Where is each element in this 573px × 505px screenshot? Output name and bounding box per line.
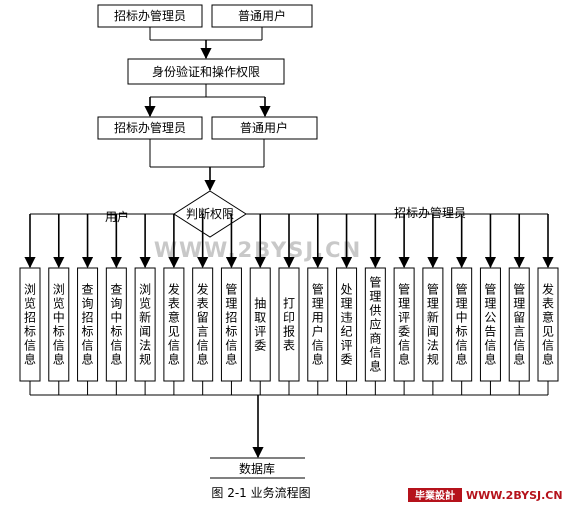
- function-label: 管理新闻法规: [427, 282, 439, 367]
- function-label: 管理评委信息: [398, 282, 410, 367]
- site-logo: 毕業設計 WWW.2BYSJ.CN: [408, 488, 563, 502]
- logo-url: WWW.2BYSJ.CN: [466, 489, 563, 502]
- database-label: 数据库: [239, 461, 275, 476]
- function-label: 发表意见信息: [168, 282, 180, 367]
- top-admin-node: 招标办管理员: [97, 4, 203, 28]
- function-label: 管理公告信息: [484, 282, 496, 367]
- function-label: 处理违纪评委: [341, 283, 353, 367]
- logo-text: 毕業設計: [415, 489, 455, 502]
- function-label: 查询中标信息: [110, 283, 122, 367]
- database-node: 数据库: [210, 457, 305, 479]
- function-label: 浏览新闻法规: [139, 283, 151, 367]
- function-label: 抽取评委: [254, 297, 266, 353]
- decision-label: 判断权限: [186, 206, 234, 221]
- function-label: 管理留言信息: [513, 282, 525, 367]
- branch-admin-label: 招标办管理员: [394, 205, 466, 220]
- function-label: 管理用户信息: [312, 282, 324, 367]
- mid-user-node: 普通用户: [211, 116, 318, 140]
- top-user-label: 普通用户: [238, 8, 286, 23]
- top-merge-connector: [149, 27, 263, 60]
- top-admin-label: 招标办管理员: [114, 8, 186, 23]
- mid-merge-connector: [149, 139, 265, 192]
- auth-split-connector: [144, 84, 271, 118]
- auth-label: 身份验证和操作权限: [152, 64, 260, 79]
- function-label: 浏览中标信息: [53, 283, 65, 367]
- mid-admin-node: 招标办管理员: [97, 116, 203, 140]
- mid-user-label: 普通用户: [240, 120, 288, 135]
- function-label: 发表意见信息: [542, 282, 554, 367]
- function-label: 管理招标信息: [225, 282, 237, 367]
- watermark-text: WWW.2BYSJ.CN: [154, 238, 362, 262]
- auth-node: 身份验证和操作权限: [127, 58, 285, 85]
- mid-admin-label: 招标办管理员: [114, 120, 186, 135]
- top-user-node: 普通用户: [211, 4, 313, 28]
- function-label: 管理中标信息: [456, 282, 468, 367]
- function-label: 发表留言信息: [197, 282, 209, 367]
- function-label: 管理供应商信息: [369, 275, 381, 374]
- decision-node: 判断权限: [173, 190, 247, 238]
- figure-caption: 图 2-1 业务流程图: [211, 485, 310, 500]
- function-label: 打印报表: [283, 297, 295, 353]
- bottom-merge-connector: [30, 394, 548, 459]
- function-boxes: 浏览招标信息 浏览中标信息 查询招标信息 查询中标信息 浏览新闻法规 发表意见信息 发表留言…: [19, 214, 559, 395]
- function-label: 查询招标信息: [82, 283, 94, 367]
- function-label: 浏览招标信息: [24, 283, 36, 367]
